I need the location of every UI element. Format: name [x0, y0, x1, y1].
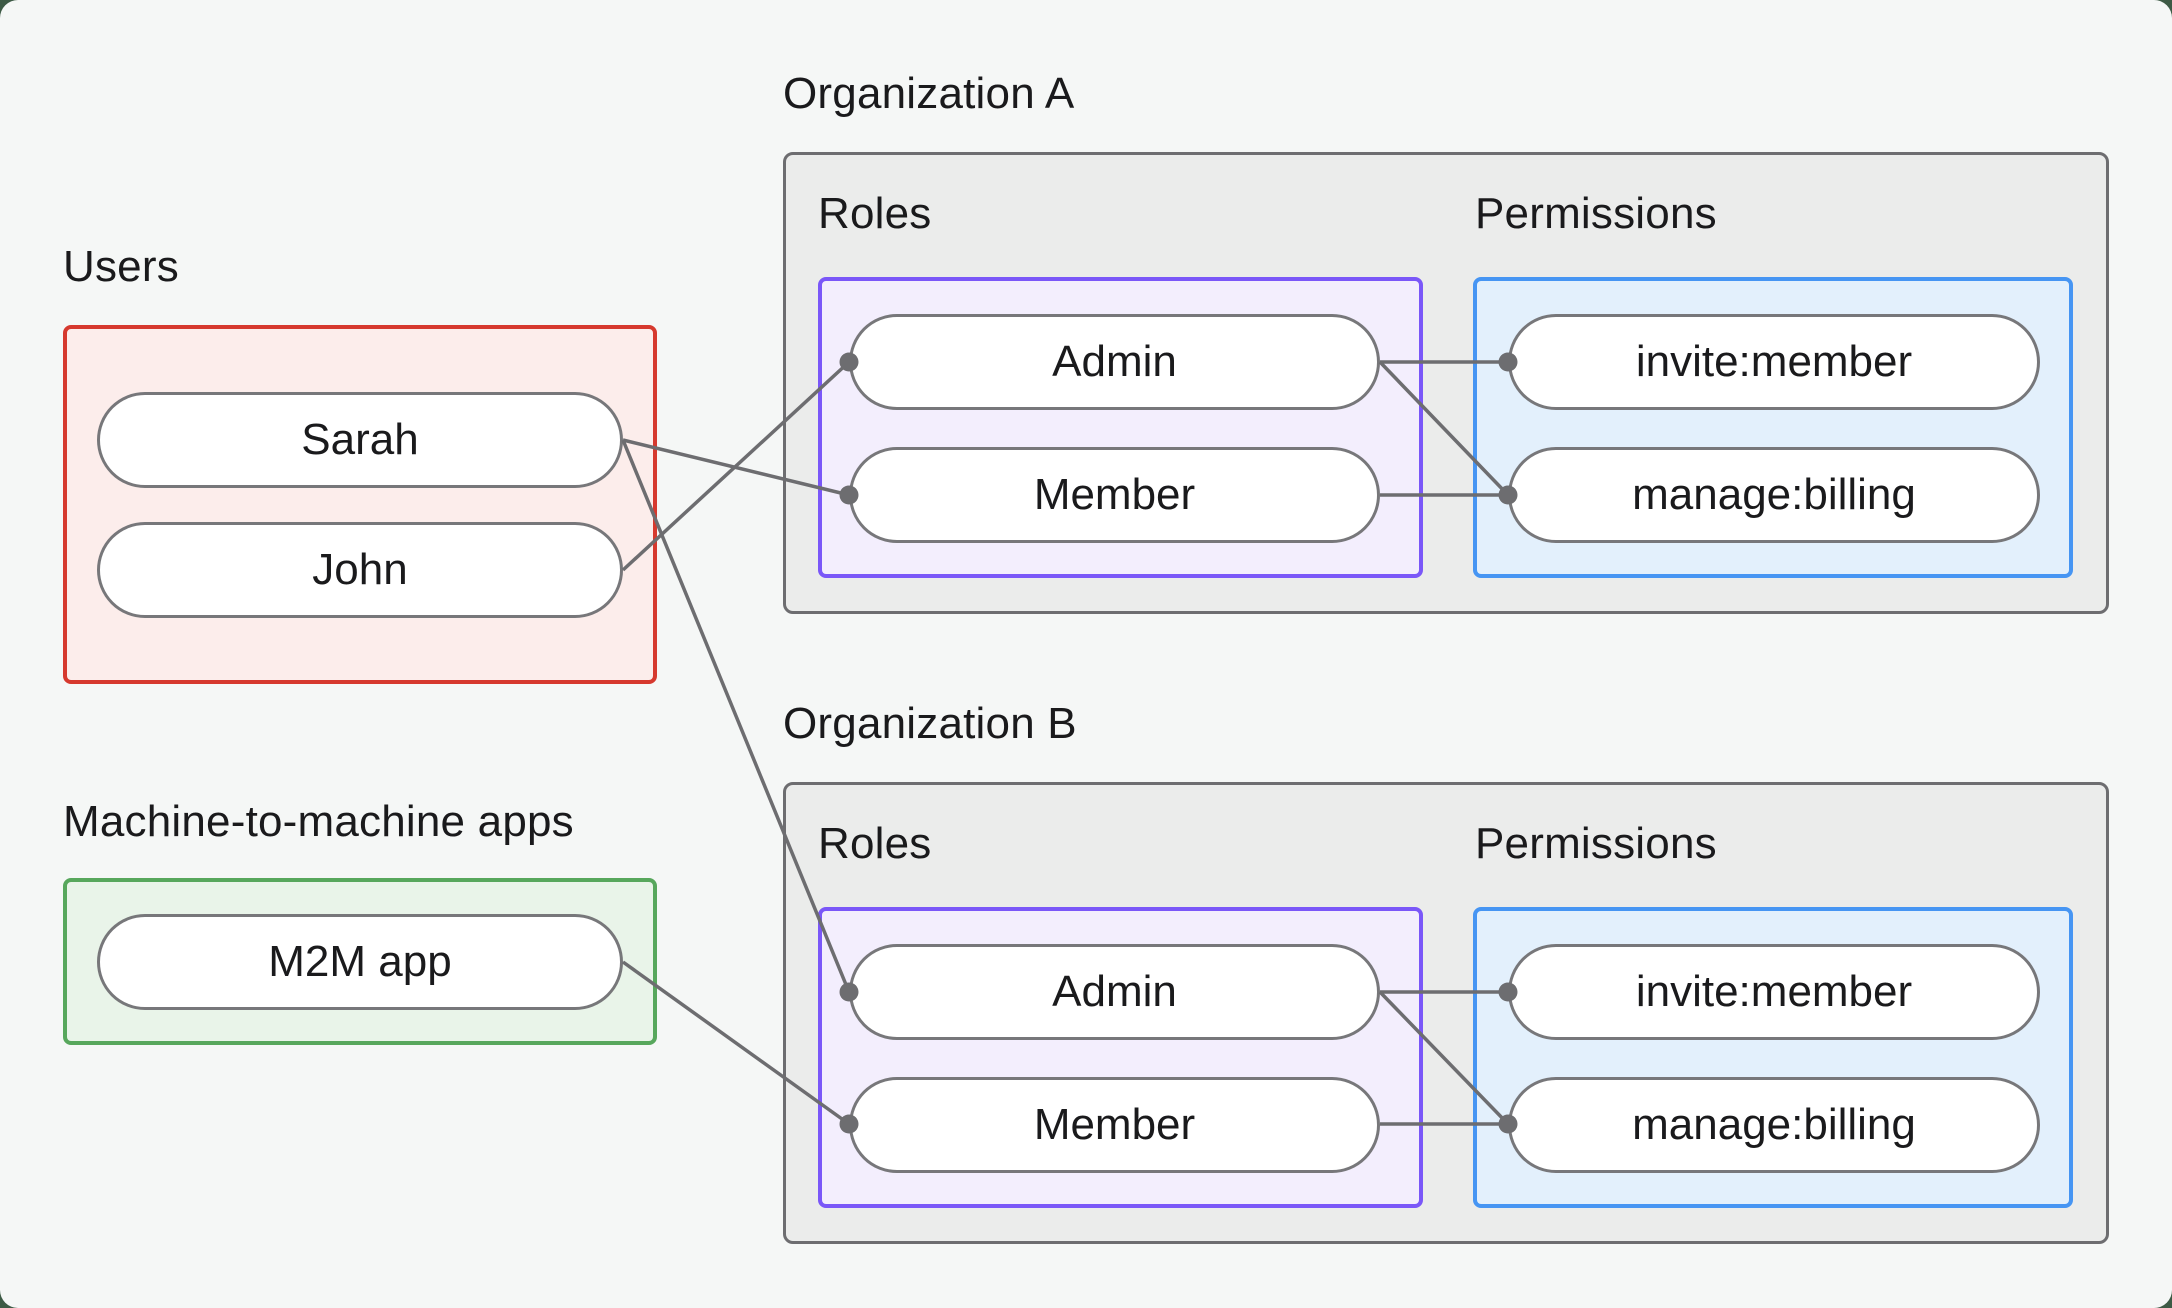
org-a-title: Organization A [783, 69, 1075, 118]
org-b-permission-manage-billing: manage:billing [1508, 1077, 2040, 1173]
org-a-role-admin: Admin [849, 314, 1380, 410]
org-a-roles-label: Roles [818, 189, 932, 238]
org-a-permissions-label: Permissions [1475, 189, 1717, 238]
org-a-role-member: Member [849, 447, 1380, 543]
org-b-roles-label: Roles [818, 819, 932, 868]
org-b-role-admin: Admin [849, 944, 1380, 1040]
m2m-app-node: M2M app [97, 914, 623, 1010]
org-b-permission-invite-member: invite:member [1508, 944, 2040, 1040]
users-group-box [63, 325, 657, 684]
user-node-sarah: Sarah [97, 392, 623, 488]
org-a-permission-invite-member: invite:member [1508, 314, 2040, 410]
org-a-permission-manage-billing: manage:billing [1508, 447, 2040, 543]
org-b-permissions-label: Permissions [1475, 819, 1717, 868]
org-b-title: Organization B [783, 699, 1077, 748]
user-node-john: John [97, 522, 623, 618]
users-group-label: Users [63, 242, 179, 291]
org-b-role-member: Member [849, 1077, 1380, 1173]
m2m-group-label: Machine-to-machine apps [63, 797, 574, 846]
